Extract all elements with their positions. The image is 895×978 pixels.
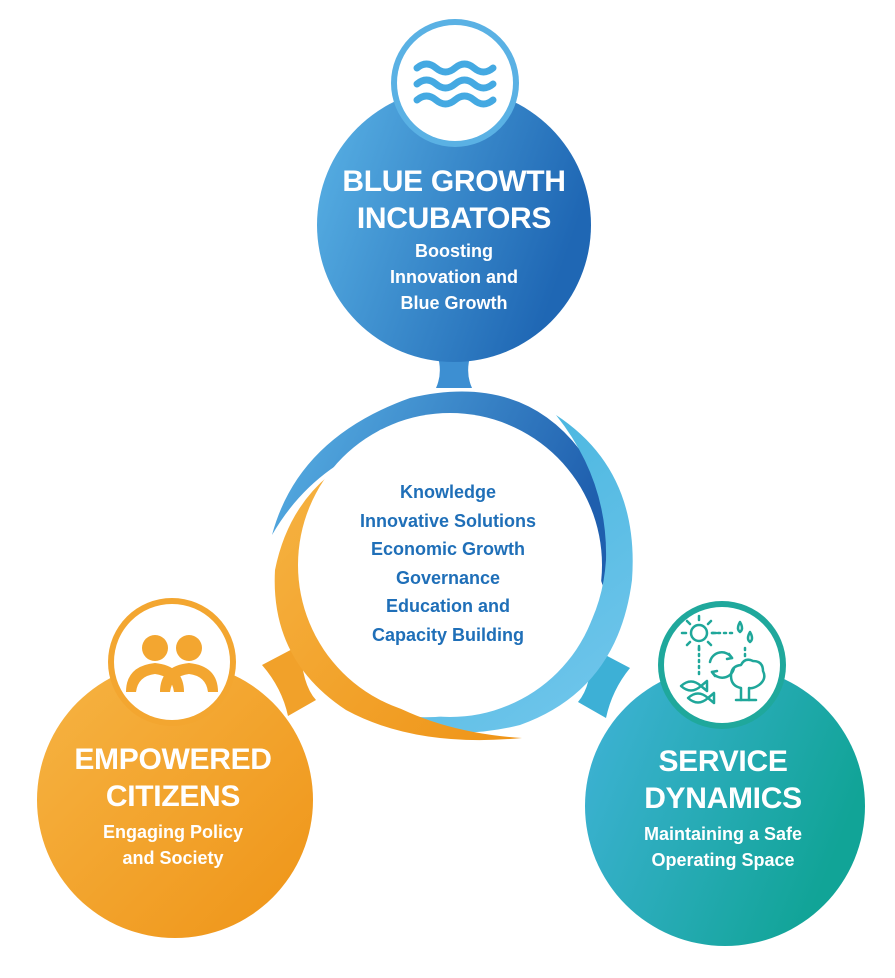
- people-icon: [126, 635, 218, 692]
- teal-title-line-2: DYNAMICS: [644, 782, 802, 815]
- teal-subtitle-line-2: Operating Space: [651, 850, 795, 870]
- center-item-innovative-solutions: Innovative Solutions: [359, 510, 537, 531]
- orange-node-circle: [37, 662, 313, 938]
- center-disc: [298, 413, 602, 717]
- center-item-education: Education and: [385, 596, 510, 616]
- orange-node-subtitle: Engaging Policy and Society: [58, 819, 288, 871]
- center-item-capacity-building: Capacity Building: [371, 624, 524, 645]
- center-list: Knowledge Innovative Solutions Economic …: [330, 478, 566, 649]
- blue-subtitle-line-1: Boosting: [415, 241, 493, 261]
- center-item-governance: Governance: [395, 567, 501, 588]
- center-item-economic-growth: Economic Growth: [370, 539, 525, 559]
- teal-title-line-1: SERVICE: [658, 745, 788, 778]
- ring-segment-orange: [274, 450, 522, 741]
- orange-icon-disc: [114, 604, 230, 720]
- teal-subtitle-line-1: Maintaining a Safe: [643, 824, 803, 844]
- teal-node-title: SERVICE DYNAMICS: [595, 743, 851, 817]
- ecosystem-cycle-icon: [679, 614, 766, 705]
- blue-node-circle: [317, 88, 591, 362]
- orange-subtitle-line-1: Engaging Policy: [102, 822, 244, 842]
- orange-subtitle-line-2: and Society: [122, 848, 224, 868]
- teal-node-subtitle: Maintaining a Safe Operating Space: [598, 821, 848, 873]
- blue-subtitle-line-3: Blue Growth: [400, 293, 508, 313]
- waves-icon: [413, 60, 497, 108]
- blue-subtitle-line-2: Innovation and: [390, 267, 518, 287]
- connector-orange: [262, 645, 316, 716]
- blue-node-subtitle: Boosting Innovation and Blue Growth: [334, 238, 574, 316]
- center-item-knowledge: Knowledge: [399, 482, 496, 502]
- blue-node-title: BLUE GROWTH INCUBATORS: [319, 163, 589, 237]
- orange-title-line-2: CITIZENS: [105, 780, 241, 813]
- orange-title-line-1: EMPOWERED: [74, 743, 272, 776]
- blue-title-line-1: BLUE GROWTH: [342, 165, 566, 198]
- teal-node-circle: [585, 666, 865, 946]
- orange-node-title: EMPOWERED CITIZENS: [45, 741, 301, 815]
- blue-title-line-2: INCUBATORS: [356, 202, 552, 235]
- connector-teal: [578, 648, 630, 718]
